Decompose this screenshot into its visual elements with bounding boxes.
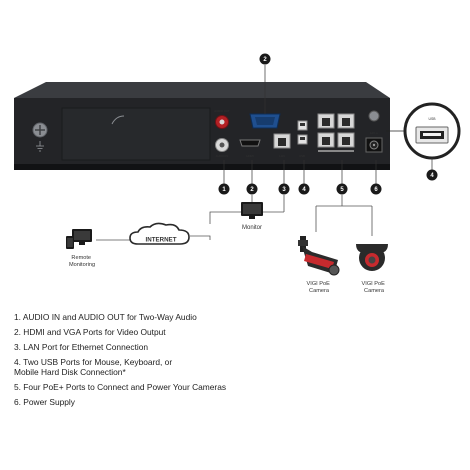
usb-ports [297, 120, 308, 145]
callout-1: 1 [218, 183, 230, 195]
callout-3-label: 3 [282, 187, 286, 193]
feature-item-3: 3. LAN Port for Ethernet Connection [14, 342, 149, 352]
internet-label: INTERNET [146, 237, 177, 244]
nvr-bottom-edge [14, 164, 390, 170]
power-jack [365, 137, 383, 153]
connection-lines [96, 195, 373, 241]
hdmi-label: HDMI [246, 154, 253, 158]
callout-6: 6 [370, 183, 382, 195]
audio-out-label: AUDIO OUT [214, 109, 230, 113]
hdd-cover-plate [61, 107, 211, 161]
callout-4-zoom-label: 4 [430, 173, 434, 179]
feature-item-5: 5. Four PoE+ Ports to Connect and Power … [14, 382, 227, 393]
callout-5-label: 5 [340, 187, 344, 193]
power-label: 12V ⎓ [370, 131, 379, 135]
camera-bullet-line-1: VIGI PoE [307, 281, 331, 287]
callout-2-top-label: 2 [263, 57, 267, 63]
callout-1-label: 1 [222, 187, 226, 193]
monitor-label: Monitor [242, 225, 262, 231]
callout-3: 3 [278, 183, 290, 195]
callout-6-label: 6 [374, 187, 378, 193]
hdmi-port [239, 139, 261, 147]
callout-5: 5 [336, 183, 348, 195]
feature-item-4: 4. Two USB Ports for Mouse, Keyboard, or… [14, 357, 173, 378]
lan-port [273, 133, 291, 149]
usb-zoom-bubble [403, 102, 461, 160]
nvr-lid [14, 82, 390, 98]
camera-bullet-label: VIGI PoE Camera [307, 281, 332, 294]
camera-turret-line-1: VIGI PoE [362, 281, 386, 287]
internet-cloud-icon [129, 222, 190, 245]
monitor-icon [241, 202, 263, 219]
feature-list: 1. AUDIO IN and AUDIO OUT for Two-Way Au… [14, 312, 314, 412]
camera-turret-label: VIGI PoE Camera [362, 281, 387, 294]
screw-top-right [368, 110, 380, 122]
nvr-diagram: AUDIO OUT AUDIO IN HDMI LAN USB [14, 53, 461, 294]
lan-label: LAN [279, 154, 284, 158]
callout-2-label: 2 [250, 187, 254, 193]
callout-4-zoom: 4 [426, 169, 438, 181]
callout-leaders [223, 65, 433, 184]
remote-label-line-2: Monitoring [69, 262, 95, 268]
callout-4-label: 4 [302, 187, 306, 193]
poe-ports [317, 113, 355, 152]
turret-camera-icon [356, 244, 388, 271]
feature-item-6: 6. Power Supply [14, 397, 75, 408]
cover-notch [111, 115, 125, 125]
remote-label-line-1: Remote [71, 255, 91, 261]
camera-bullet-line-2: Camera [309, 288, 330, 294]
remote-label: Remote Monitoring [69, 255, 95, 268]
vga-port [249, 113, 281, 129]
feature-item-2: 2. HDMI and VGA Ports for Video Output [14, 327, 166, 337]
remote-monitoring-icon [66, 229, 92, 249]
callout-2: 2 [246, 183, 258, 195]
zoom-title: USB [429, 117, 437, 121]
audio-in-jack [215, 138, 229, 152]
audio-in-label: AUDIO IN [216, 154, 228, 158]
bullet-camera-icon [298, 236, 340, 276]
ground-screw-icon [32, 122, 48, 152]
usb-label: USB [299, 154, 305, 158]
callout-2-top: 2 [259, 53, 271, 65]
camera-turret-line-2: Camera [364, 288, 385, 294]
audio-out-jack [215, 115, 229, 129]
callout-4: 4 [298, 183, 310, 195]
feature-item-1: 1. AUDIO IN and AUDIO OUT for Two-Way Au… [14, 312, 197, 322]
